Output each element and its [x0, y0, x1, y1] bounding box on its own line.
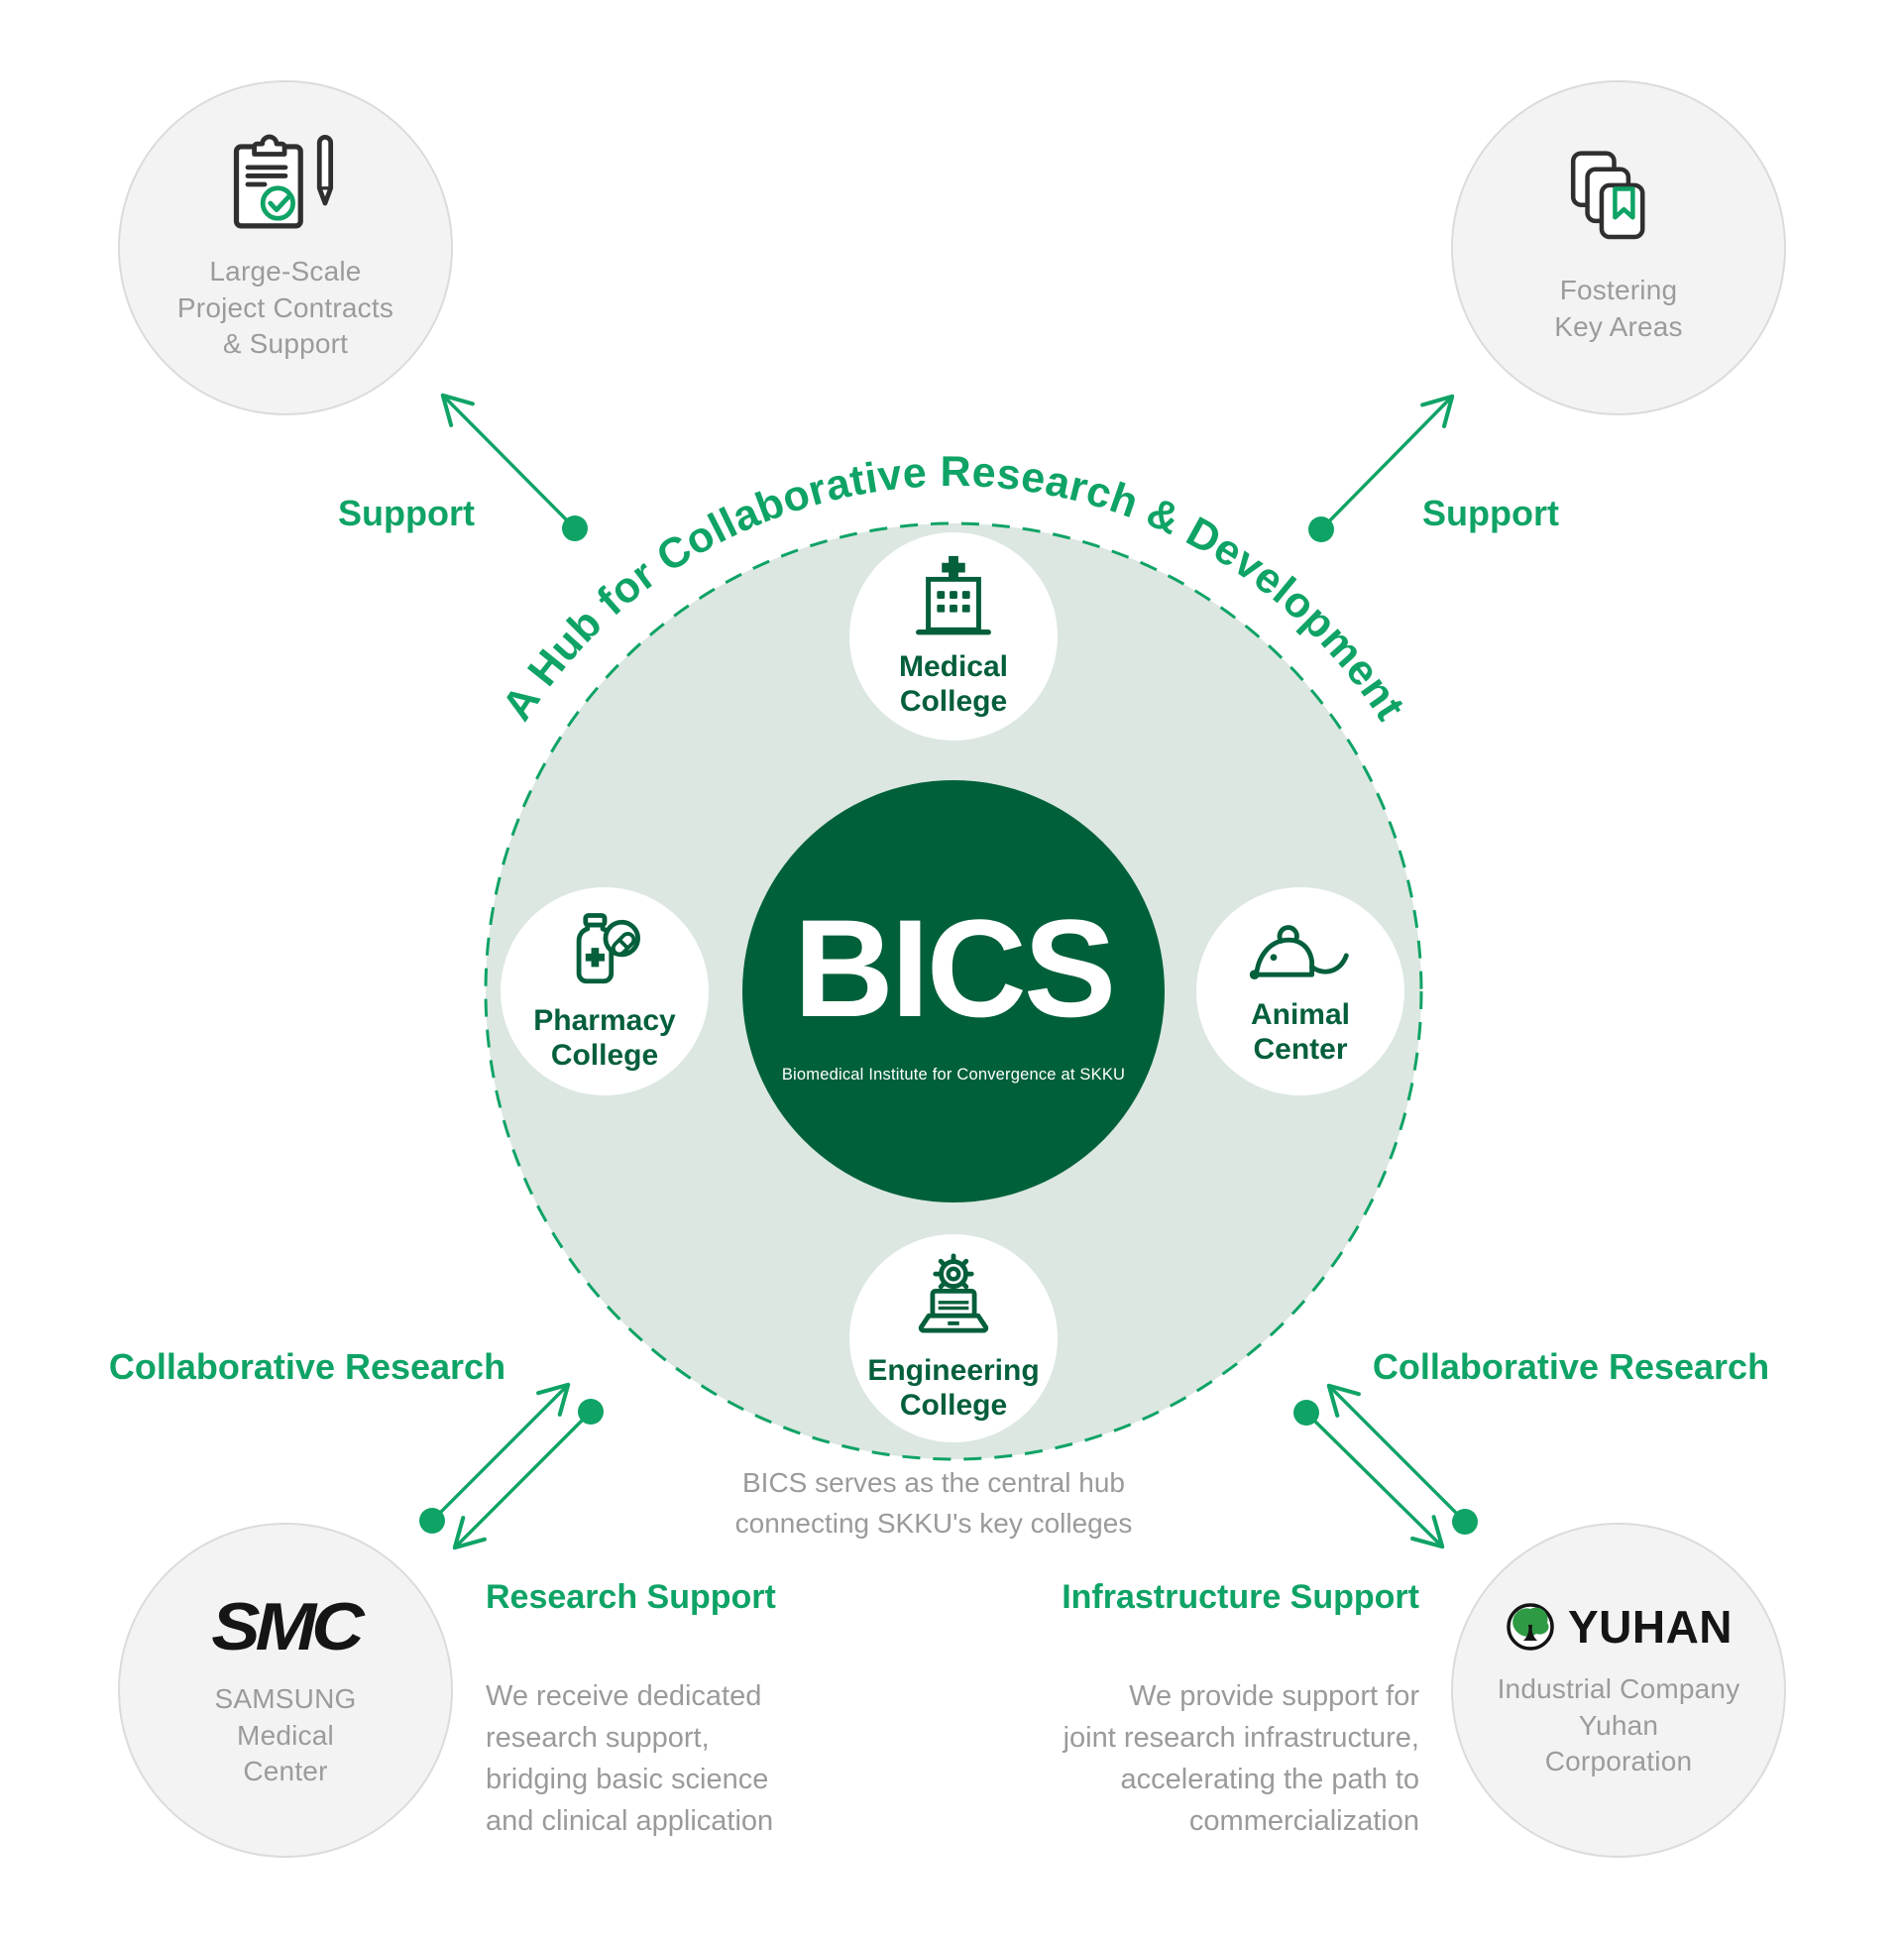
hospital-icon: [916, 556, 991, 635]
partner-smc-label: SAMSUNG Medical Center: [214, 1682, 357, 1787]
support-arrow-top-right: [1308, 394, 1455, 542]
partner-fostering-label: Fostering Key Areas: [1554, 275, 1683, 342]
books-icon: [1570, 151, 1645, 240]
infrastructure-support-title: Infrastructure Support: [1062, 1578, 1419, 1616]
hub-caption: BICS serves as the central hub connectin…: [734, 1467, 1133, 1539]
partner-fostering-key-areas: Fostering Key Areas: [1451, 80, 1786, 415]
infrastructure-support-description: We provide support for joint research in…: [1063, 1680, 1419, 1838]
collaboration-arrows-bottom-right: [1293, 1383, 1478, 1549]
laptop-gear-icon: [918, 1253, 989, 1333]
animal-center-node: Animal Center: [1196, 887, 1404, 1095]
collaboration-arrows-bottom-left: [419, 1382, 604, 1550]
yuhan-wordmark: YUHAN: [1567, 1600, 1734, 1653]
partner-large-scale-label: Large-Scale Project Contracts & Support: [176, 255, 394, 360]
engineering-college-label: Engineering College: [867, 1354, 1040, 1422]
partner-yuhan-label: Industrial Company Yuhan Corporation: [1497, 1672, 1740, 1777]
bics-center-circle: BICS Biomedical Institute for Convergenc…: [742, 780, 1165, 1202]
support-label-right: Support: [1422, 493, 1559, 533]
research-support-description: We receive dedicated research support, b…: [486, 1680, 774, 1838]
collaborative-research-label-right: Collaborative Research: [1372, 1346, 1770, 1387]
mouse-icon: [1249, 925, 1349, 980]
support-label-left: Support: [338, 493, 475, 533]
smc-logo: SMC: [211, 1587, 364, 1664]
partner-large-scale-projects: Large-Scale Project Contracts & Support: [118, 80, 453, 415]
engineering-college-node: Engineering College: [849, 1234, 1058, 1442]
medical-college-node: Medical College: [849, 532, 1058, 741]
bics-subtitle: Biomedical Institute for Convergence at …: [781, 1065, 1126, 1084]
bics-title: BICS: [793, 889, 1116, 1046]
collaborative-research-label-left: Collaborative Research: [108, 1346, 506, 1387]
research-support-title: Research Support: [486, 1578, 776, 1616]
partner-samsung-medical-center: SMC SAMSUNG Medical Center: [118, 1523, 453, 1858]
medicine-bottle-icon: [576, 913, 640, 984]
animal-center-label: Animal Center: [1250, 998, 1351, 1066]
pharmacy-college-label: Pharmacy College: [533, 1004, 676, 1072]
medical-college-label: Medical College: [898, 650, 1009, 718]
pharmacy-college-node: Pharmacy College: [501, 887, 709, 1095]
support-arrow-top-left: [440, 393, 588, 541]
partner-yuhan-corporation: YUHAN Industrial Company Yuhan Corporati…: [1451, 1523, 1786, 1858]
yuhan-logo: YUHAN: [1505, 1600, 1733, 1654]
yuhan-tree-icon: [1507, 1602, 1554, 1651]
clipboard-check-icon: [233, 134, 334, 229]
